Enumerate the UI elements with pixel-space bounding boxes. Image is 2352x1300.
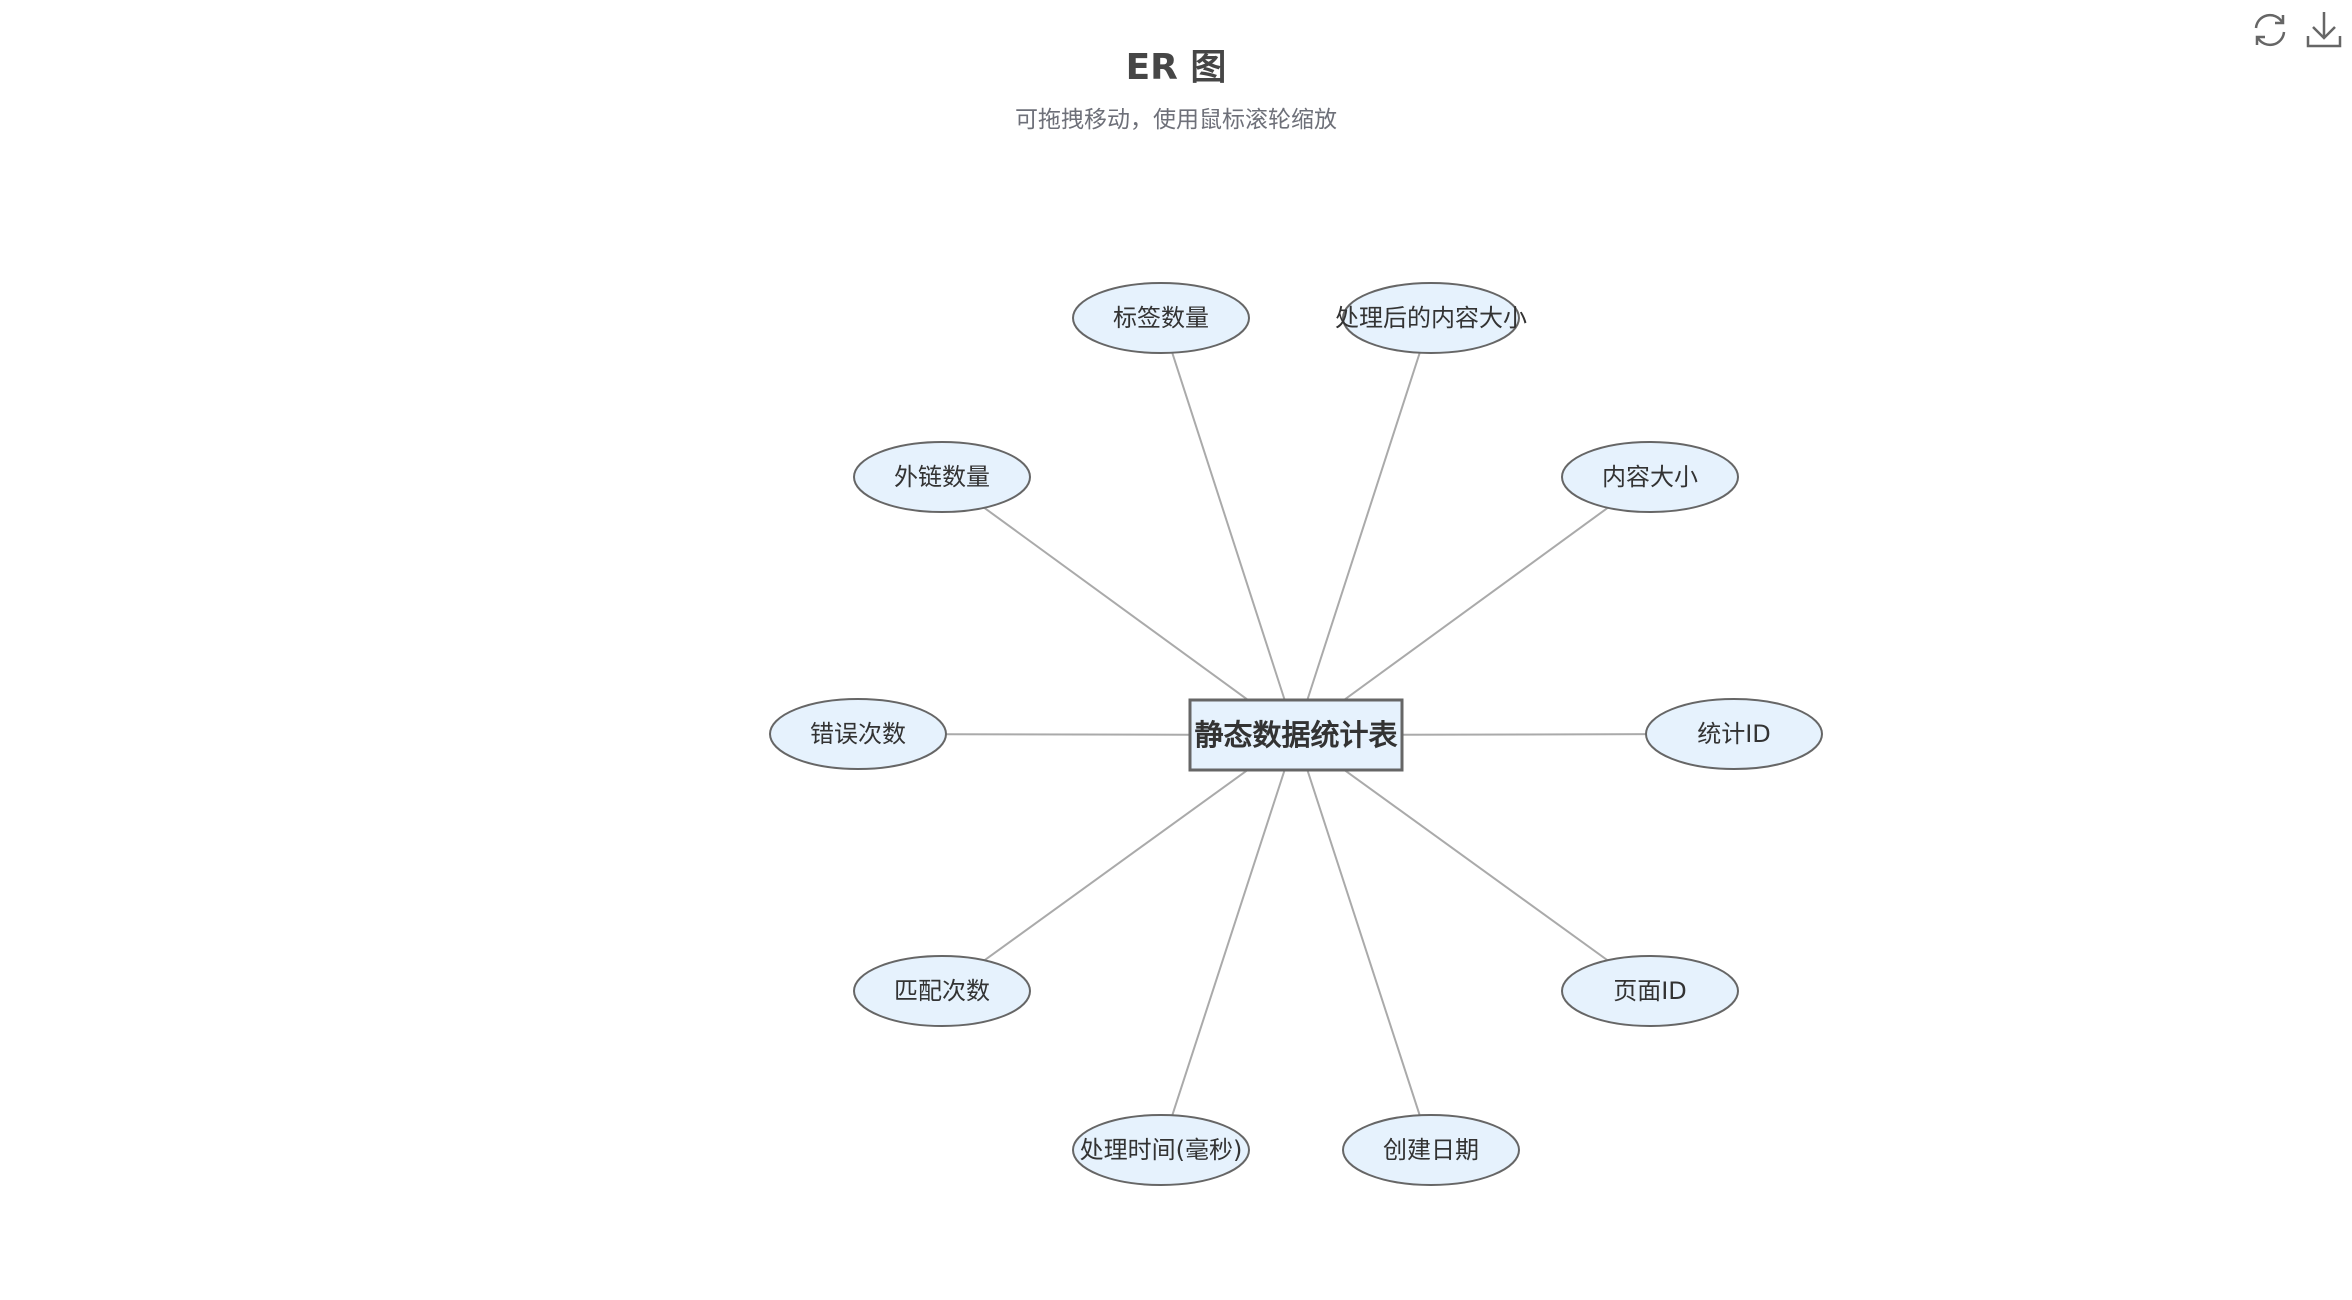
attribute-ellipse: [853, 441, 1031, 513]
refresh-icon: [2254, 13, 2286, 47]
attribute-label: 创建日期: [1383, 1136, 1479, 1164]
attribute-node[interactable]: 处理时间(毫秒): [1072, 1114, 1250, 1186]
edge: [941, 476, 1297, 736]
attribute-ellipse: [1342, 282, 1520, 354]
attribute-label: 统计ID: [1697, 720, 1771, 748]
edge: [1295, 734, 1651, 992]
attribute-label: 页面ID: [1613, 977, 1687, 1005]
download-icon: [2306, 12, 2342, 48]
attribute-label: 处理后的内容大小: [1335, 304, 1527, 332]
attribute-node[interactable]: 匹配次数: [853, 955, 1031, 1027]
edge: [1160, 317, 1297, 736]
attribute-ellipse: [1561, 441, 1739, 513]
attribute-ellipse: [1561, 955, 1739, 1027]
chart-title: ER 图: [1125, 47, 1227, 88]
attribute-label: 标签数量: [1113, 304, 1209, 332]
attribute-node[interactable]: 页面ID: [1561, 955, 1739, 1027]
attribute-ellipse: [1645, 698, 1823, 770]
edge: [1160, 734, 1297, 1151]
attribute-label: 匹配次数: [894, 977, 990, 1005]
edge: [1295, 317, 1432, 736]
attribute-ellipse: [1072, 1114, 1250, 1186]
attribute-ellipse: [1072, 282, 1250, 354]
restore-button[interactable]: [2248, 8, 2292, 52]
edge: [941, 734, 1297, 992]
chart-subtitle: 可拖拽移动，使用鼠标滚轮缩放: [1015, 107, 1337, 133]
attribute-node[interactable]: 错误次数: [769, 698, 947, 770]
entity-label: 静态数据统计表: [1194, 718, 1397, 752]
attribute-label: 内容大小: [1602, 463, 1698, 491]
save-image-button[interactable]: [2302, 8, 2346, 52]
attribute-node[interactable]: 创建日期: [1342, 1114, 1520, 1186]
attribute-node[interactable]: 统计ID: [1645, 698, 1823, 770]
attribute-ellipse: [853, 955, 1031, 1027]
attribute-label: 处理时间(毫秒): [1080, 1136, 1243, 1164]
attribute-node[interactable]: 内容大小: [1561, 441, 1739, 513]
entity-node[interactable]: 静态数据统计表: [1188, 698, 1404, 772]
attribute-node[interactable]: 外链数量: [853, 441, 1031, 513]
attribute-node[interactable]: 处理后的内容大小: [1335, 282, 1527, 354]
entity-box: [1188, 698, 1404, 772]
edge: [1295, 476, 1651, 736]
attribute-ellipse: [769, 698, 947, 770]
edge: [1295, 734, 1432, 1151]
attribute-label: 外链数量: [894, 463, 990, 491]
attribute-ellipse: [1342, 1114, 1520, 1186]
attribute-label: 错误次数: [810, 720, 906, 748]
attribute-node[interactable]: 标签数量: [1072, 282, 1250, 354]
